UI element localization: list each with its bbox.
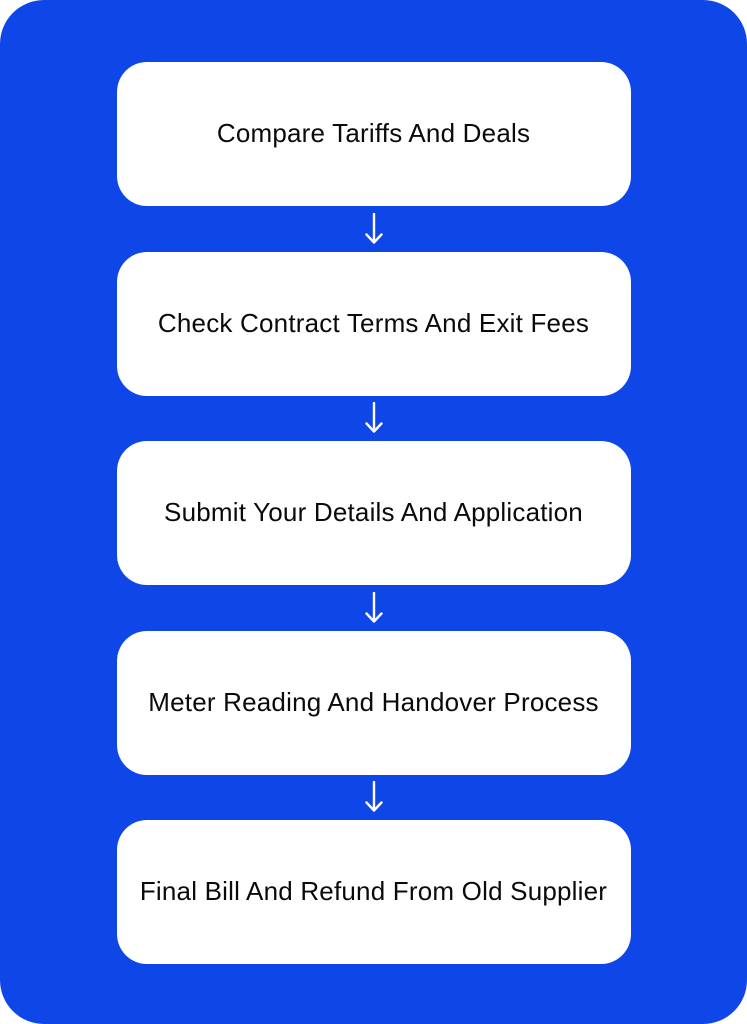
connector-row [362, 212, 386, 246]
down-arrow-icon [364, 781, 383, 812]
step-box-submit-details: Submit Your Details And Application [116, 441, 631, 585]
step-label: Submit Your Details And Application [164, 497, 583, 528]
step-box-compare-tariffs: Compare Tariffs And Deals [116, 62, 631, 206]
step-box-meter-reading: Meter Reading And Handover Process [116, 630, 631, 775]
step-label: Compare Tariffs And Deals [216, 118, 531, 149]
down-arrow-icon [364, 591, 383, 623]
down-arrow-icon [364, 212, 383, 244]
step-label: Final Bill And Refund From Old Supplier [139, 876, 608, 907]
step-label: Check Contract Terms And Exit Fees [157, 307, 590, 338]
down-arrow-icon [364, 402, 383, 433]
step-box-check-contract: Check Contract Terms And Exit Fees [116, 251, 631, 396]
connector-row [362, 401, 386, 435]
connector-row [362, 780, 386, 814]
step-box-final-bill: Final Bill And Refund From Old Supplier [116, 820, 631, 964]
step-label: Meter Reading And Handover Process [148, 686, 599, 717]
connector-row [362, 591, 386, 625]
